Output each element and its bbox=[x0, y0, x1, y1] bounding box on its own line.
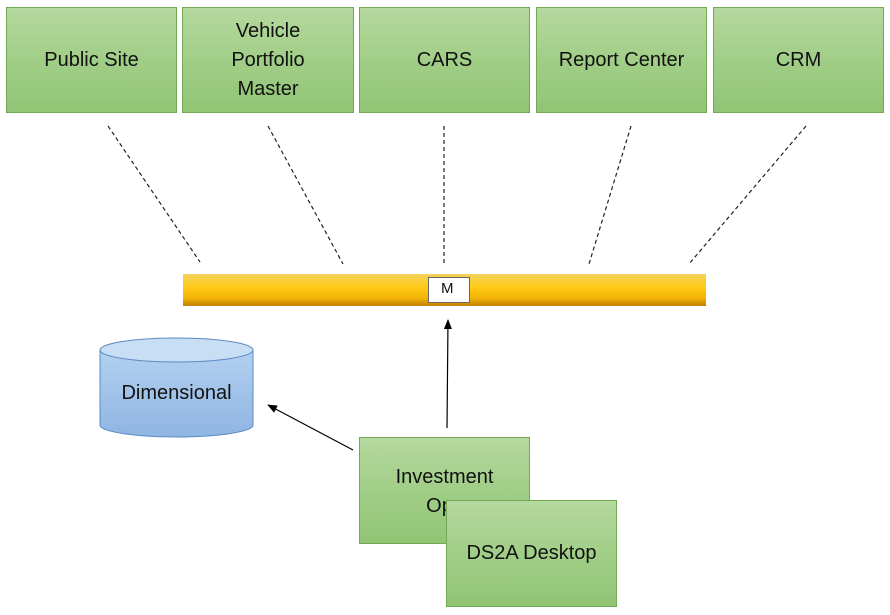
bus-marker[interactable]: M bbox=[428, 277, 470, 303]
system-label: CARS bbox=[416, 48, 473, 71]
system-cars[interactable]: CARS bbox=[359, 7, 530, 113]
database-label: Dimensional bbox=[121, 382, 232, 404]
connector-vehicle-portfolio bbox=[267, 125, 344, 265]
system-crm[interactable]: CRM bbox=[713, 7, 884, 113]
system-label: Public Site bbox=[44, 48, 139, 71]
arrow-to-dimensional bbox=[267, 404, 354, 451]
ds2a-desktop-box[interactable]: DS2A Desktop bbox=[446, 500, 617, 607]
system-label: Vehicle Portfolio Master bbox=[231, 19, 305, 100]
connector-crm bbox=[688, 125, 807, 265]
arrow-to-bus bbox=[443, 319, 452, 429]
system-public-site[interactable]: Public Site bbox=[6, 7, 177, 113]
connector-report-center bbox=[588, 125, 632, 265]
system-label: CRM bbox=[775, 48, 822, 71]
ds2a-desktop-label: DS2A Desktop bbox=[466, 542, 597, 564]
dimensional-database bbox=[99, 337, 254, 438]
system-label: Report Center bbox=[558, 48, 685, 71]
system-vehicle-portfolio-master[interactable]: Vehicle Portfolio Master bbox=[182, 7, 354, 113]
connector-public-site bbox=[107, 125, 201, 263]
system-report-center[interactable]: Report Center bbox=[536, 7, 707, 113]
